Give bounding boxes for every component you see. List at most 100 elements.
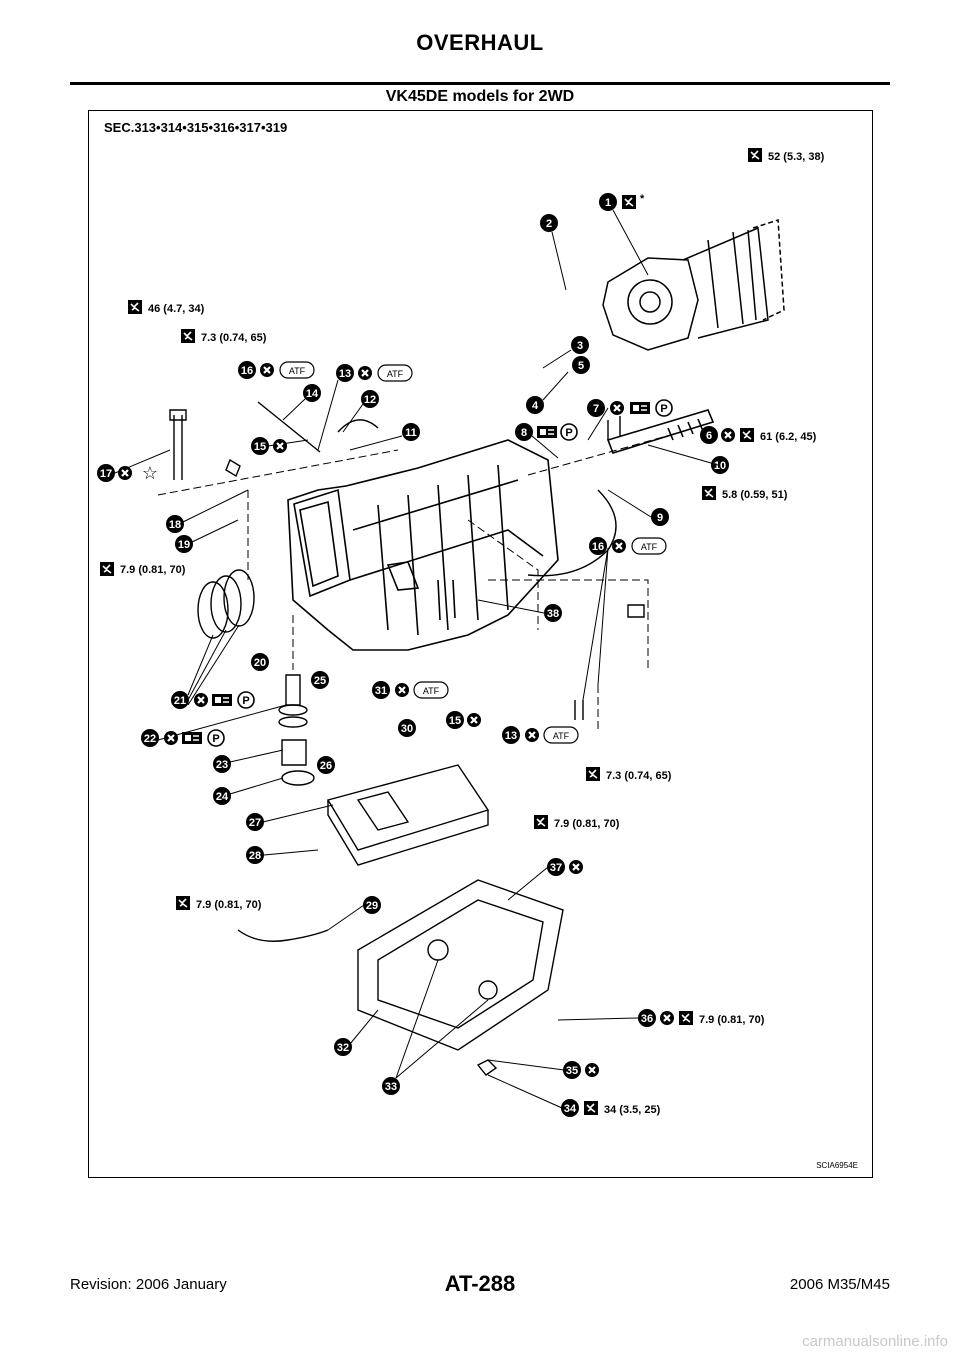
svg-text:5: 5 — [578, 360, 584, 372]
revision-date: Revision: 2006 January — [70, 1276, 227, 1293]
callout-26: 26 — [317, 756, 335, 774]
torque-7-3-mid: 7.3 (0.74, 65) — [606, 770, 672, 782]
svg-text:30: 30 — [401, 723, 413, 735]
svg-text:17: 17 — [100, 468, 112, 480]
svg-text:29: 29 — [366, 900, 378, 912]
callout-7: 7 — [587, 399, 605, 417]
svg-text:3: 3 — [577, 340, 583, 352]
svg-text:2: 2 — [546, 218, 552, 230]
torque-52: 52 (5.3, 38) — [768, 151, 825, 163]
callout-3: 3 — [571, 336, 589, 354]
svg-text:36: 36 — [641, 1013, 653, 1025]
callout-15a: 15 — [251, 437, 269, 455]
svg-text:24: 24 — [216, 791, 229, 803]
section-subtitle: VK45DE models for 2WD — [385, 88, 575, 105]
svg-text:15: 15 — [449, 715, 461, 727]
svg-text:ATF: ATF — [553, 731, 570, 741]
torque-61: 61 (6.2, 45) — [760, 431, 817, 443]
svg-text:11: 11 — [405, 427, 417, 439]
svg-text:4: 4 — [532, 400, 539, 412]
svg-text:33: 33 — [385, 1081, 397, 1093]
svg-text:28: 28 — [249, 850, 261, 862]
svg-text:ATF: ATF — [641, 542, 658, 552]
callout-8: 8 — [515, 423, 533, 441]
svg-text:ATF: ATF — [289, 366, 306, 376]
svg-text:19: 19 — [178, 539, 190, 551]
callout-34: 34 — [561, 1099, 579, 1117]
svg-text:27: 27 — [249, 817, 261, 829]
svg-text:P: P — [212, 733, 219, 745]
callout-25: 25 — [311, 671, 329, 689]
section-label: SEC.313•314•315•316•317•319 — [104, 120, 287, 135]
svg-text:P: P — [660, 403, 667, 415]
svg-text:12: 12 — [364, 394, 376, 406]
callout-4: 4 — [526, 396, 544, 414]
callout-17: 17 — [97, 464, 115, 482]
svg-text:15: 15 — [254, 441, 266, 453]
svg-text:P: P — [565, 427, 572, 439]
callout-31: 31 — [372, 681, 390, 699]
exploded-diagram: SEC.313•314•315•316•317•319 — [97, 120, 858, 1170]
svg-text:20: 20 — [254, 657, 266, 669]
callout-16a: 16 — [238, 361, 256, 379]
callout-36: 36 — [638, 1009, 656, 1027]
callout-22: 22 — [141, 729, 159, 747]
callout-20: 20 — [251, 653, 269, 671]
torque-7-9-lower: 7.9 (0.81, 70) — [196, 899, 262, 911]
model-name: 2006 M35/M45 — [789, 1276, 890, 1293]
callout-23: 23 — [213, 755, 231, 773]
torque-labels: 52 (5.3, 38) * 46 (4.7, 34) 7.3 (0.74, 6… — [99, 147, 825, 1116]
callout-14: 14 — [303, 384, 321, 402]
callout-28: 28 — [246, 846, 264, 864]
callout-15b: 15 — [446, 711, 464, 729]
callout-18: 18 — [166, 515, 184, 533]
svg-text:14: 14 — [306, 388, 319, 400]
callout-2: 2 — [540, 214, 558, 232]
callout-5: 5 — [572, 356, 590, 374]
callout-33: 33 — [382, 1077, 400, 1095]
watermark-link[interactable]: carmanualsonline.info — [802, 1333, 948, 1350]
svg-text:8: 8 — [521, 427, 527, 439]
callout-29: 29 — [363, 896, 381, 914]
svg-text:22: 22 — [144, 733, 156, 745]
callout-19: 19 — [175, 535, 193, 553]
transmission-case — [287, 439, 559, 651]
svg-text:35: 35 — [566, 1065, 578, 1077]
svg-text:1: 1 — [605, 197, 611, 209]
svg-text:ATF: ATF — [387, 369, 404, 379]
torque-7-3-top: 7.3 (0.74, 65) — [201, 332, 267, 344]
callout-9: 9 — [651, 508, 669, 526]
svg-text:P: P — [242, 695, 249, 707]
callout-11: 11 — [402, 423, 420, 441]
callout-1: 1 — [599, 193, 617, 211]
callout-12: 12 — [361, 390, 379, 408]
callout-13b: 13 — [502, 726, 520, 744]
svg-text:34: 34 — [564, 1103, 577, 1115]
callout-37: 37 — [547, 858, 565, 876]
callout-27: 27 — [246, 813, 264, 831]
svg-text:ATF: ATF — [423, 686, 440, 696]
torque-7-9-pan: 7.9 (0.81, 70) — [699, 1014, 765, 1026]
svg-text:6: 6 — [706, 430, 712, 442]
svg-text:38: 38 — [547, 608, 559, 620]
svg-text:32: 32 — [337, 1042, 349, 1054]
svg-text:31: 31 — [375, 685, 387, 697]
asterisk: * — [640, 193, 645, 205]
torque-7-9-mid: 7.9 (0.81, 70) — [554, 818, 620, 830]
torque-46: 46 (4.7, 34) — [148, 303, 205, 315]
dashed-guides — [157, 429, 689, 730]
callout-13a: 13 — [336, 364, 354, 382]
title-rule — [70, 82, 890, 85]
adapter-case — [602, 218, 785, 351]
callout-21: 21 — [171, 691, 189, 709]
svg-text:10: 10 — [714, 460, 726, 472]
svg-text:☆: ☆ — [142, 463, 158, 483]
callout-30: 30 — [398, 719, 416, 737]
leader-lines — [114, 209, 719, 1109]
svg-text:16: 16 — [592, 541, 604, 553]
svg-text:18: 18 — [169, 519, 181, 531]
svg-text:23: 23 — [216, 759, 228, 771]
svg-text:9: 9 — [657, 512, 663, 524]
svg-text:37: 37 — [550, 862, 562, 874]
callouts: 1 2 3 4 5 6 7 8 9 10 11 12 13 13 14 15 1… — [97, 193, 729, 1117]
